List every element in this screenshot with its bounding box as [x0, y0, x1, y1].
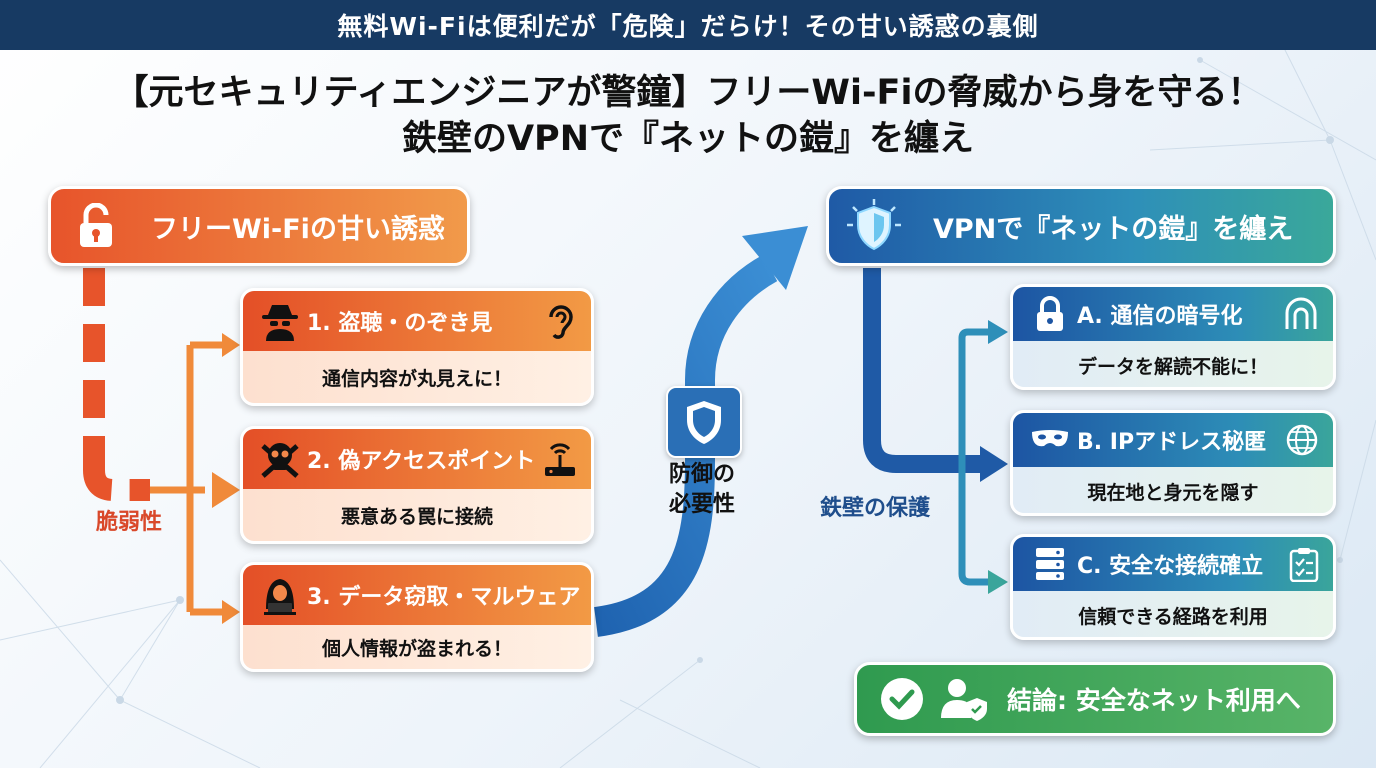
server-icon	[1023, 546, 1077, 582]
threat-desc: 悪意ある罠に接続	[243, 489, 591, 541]
threat-desc: 個人情報が盗まれる！	[243, 625, 591, 669]
threat-arrowheads	[212, 333, 240, 624]
spy-icon	[253, 301, 307, 341]
clipboard-check-icon	[1289, 537, 1319, 591]
free-wifi-temptation-banner: フリーWi-Fiの甘い誘惑	[48, 186, 470, 266]
vulnerability-label: 脆弱性	[96, 510, 163, 535]
necessity-arrowhead	[742, 226, 808, 290]
protection-card-ip-hiding: B. IPアドレス秘匿 現在地と身元を隠す	[1010, 410, 1336, 516]
skull-icon	[253, 438, 307, 480]
threat-desc: 通信内容が丸見えに！	[243, 351, 591, 403]
top-banner: 無料Wi-Fiは便利だが「危険」だらけ！その甘い誘惑の裏側	[0, 0, 1376, 50]
protection-card-secure-connection: C. 安全な接続確立 信頼できる経路を利用	[1010, 534, 1336, 640]
conclusion-banner: 結論: 安全なネット利用へ	[854, 662, 1336, 736]
vpn-armor-banner: VPNで『ネットの鎧』を纏え	[826, 186, 1336, 266]
hacker-icon	[253, 575, 307, 615]
fortress-protection-label: 鉄壁の保護	[820, 496, 931, 521]
necessity-label-line1: 防御の	[668, 462, 735, 487]
router-icon	[543, 429, 577, 489]
headline-line2: 鉄壁のVPNで『ネットの鎧』を纏え	[401, 119, 975, 159]
protection-card-encryption: A. 通信の暗号化 データを解読不能に！	[1010, 284, 1336, 390]
lock-icon	[1023, 296, 1077, 332]
protection-desc: 信頼できる経路を利用	[1013, 591, 1333, 637]
threat-card-eavesdrop: 1. 盗聴・のぞき見 通信内容が丸見えに！	[240, 288, 594, 406]
necessity-label: 防御の 必要性	[652, 460, 752, 520]
protection-connector	[863, 268, 994, 586]
necessity-curve-arrow	[593, 254, 778, 637]
globe-icon	[1285, 413, 1319, 467]
protection-arrowheads	[980, 320, 1008, 594]
headline: 【元セキュリティエンジニアが警鐘】フリーWi-Fiの脅威から身を守る！ 鉄壁のV…	[0, 70, 1376, 162]
mask-icon	[1023, 428, 1077, 452]
glowing-shield-icon	[829, 197, 919, 255]
protection-title: B. IPアドレス秘匿	[1077, 430, 1267, 455]
left-dashed-connector	[83, 268, 150, 501]
shield-icon	[666, 386, 742, 458]
protection-desc: 現在地と身元を隠す	[1013, 467, 1333, 513]
protection-title: A. 通信の暗号化	[1077, 304, 1243, 329]
threat-title: 3. データ窃取・マルウェア	[307, 585, 581, 610]
tunnel-icon	[1283, 287, 1319, 341]
ear-icon	[543, 291, 577, 351]
protection-desc: データを解読不能に！	[1013, 341, 1333, 387]
threat-title: 2. 偽アクセスポイント	[307, 449, 536, 474]
threat-title: 1. 盗聴・のぞき見	[307, 311, 493, 336]
threat-card-data-theft: 3. データ窃取・マルウェア 個人情報が盗まれる！	[240, 562, 594, 672]
headline-line1: 【元セキュリティエンジニアが警鐘】フリーWi-Fiの脅威から身を守る！	[113, 73, 1263, 113]
threat-branch-arrows	[150, 341, 228, 616]
left-title: フリーWi-Fiの甘い誘惑	[151, 213, 445, 245]
conclusion-text: 結論: 安全なネット利用へ	[1007, 686, 1301, 715]
necessity-label-line2: 必要性	[668, 492, 735, 517]
check-circle-icon	[871, 676, 933, 722]
protection-title: C. 安全な接続確立	[1077, 554, 1264, 579]
right-title: VPNで『ネットの鎧』を纏え	[933, 213, 1294, 245]
threat-card-fake-ap: 2. 偽アクセスポイント 悪意ある罠に接続	[240, 426, 594, 544]
unlock-icon	[51, 203, 141, 249]
user-shield-icon	[933, 676, 995, 722]
